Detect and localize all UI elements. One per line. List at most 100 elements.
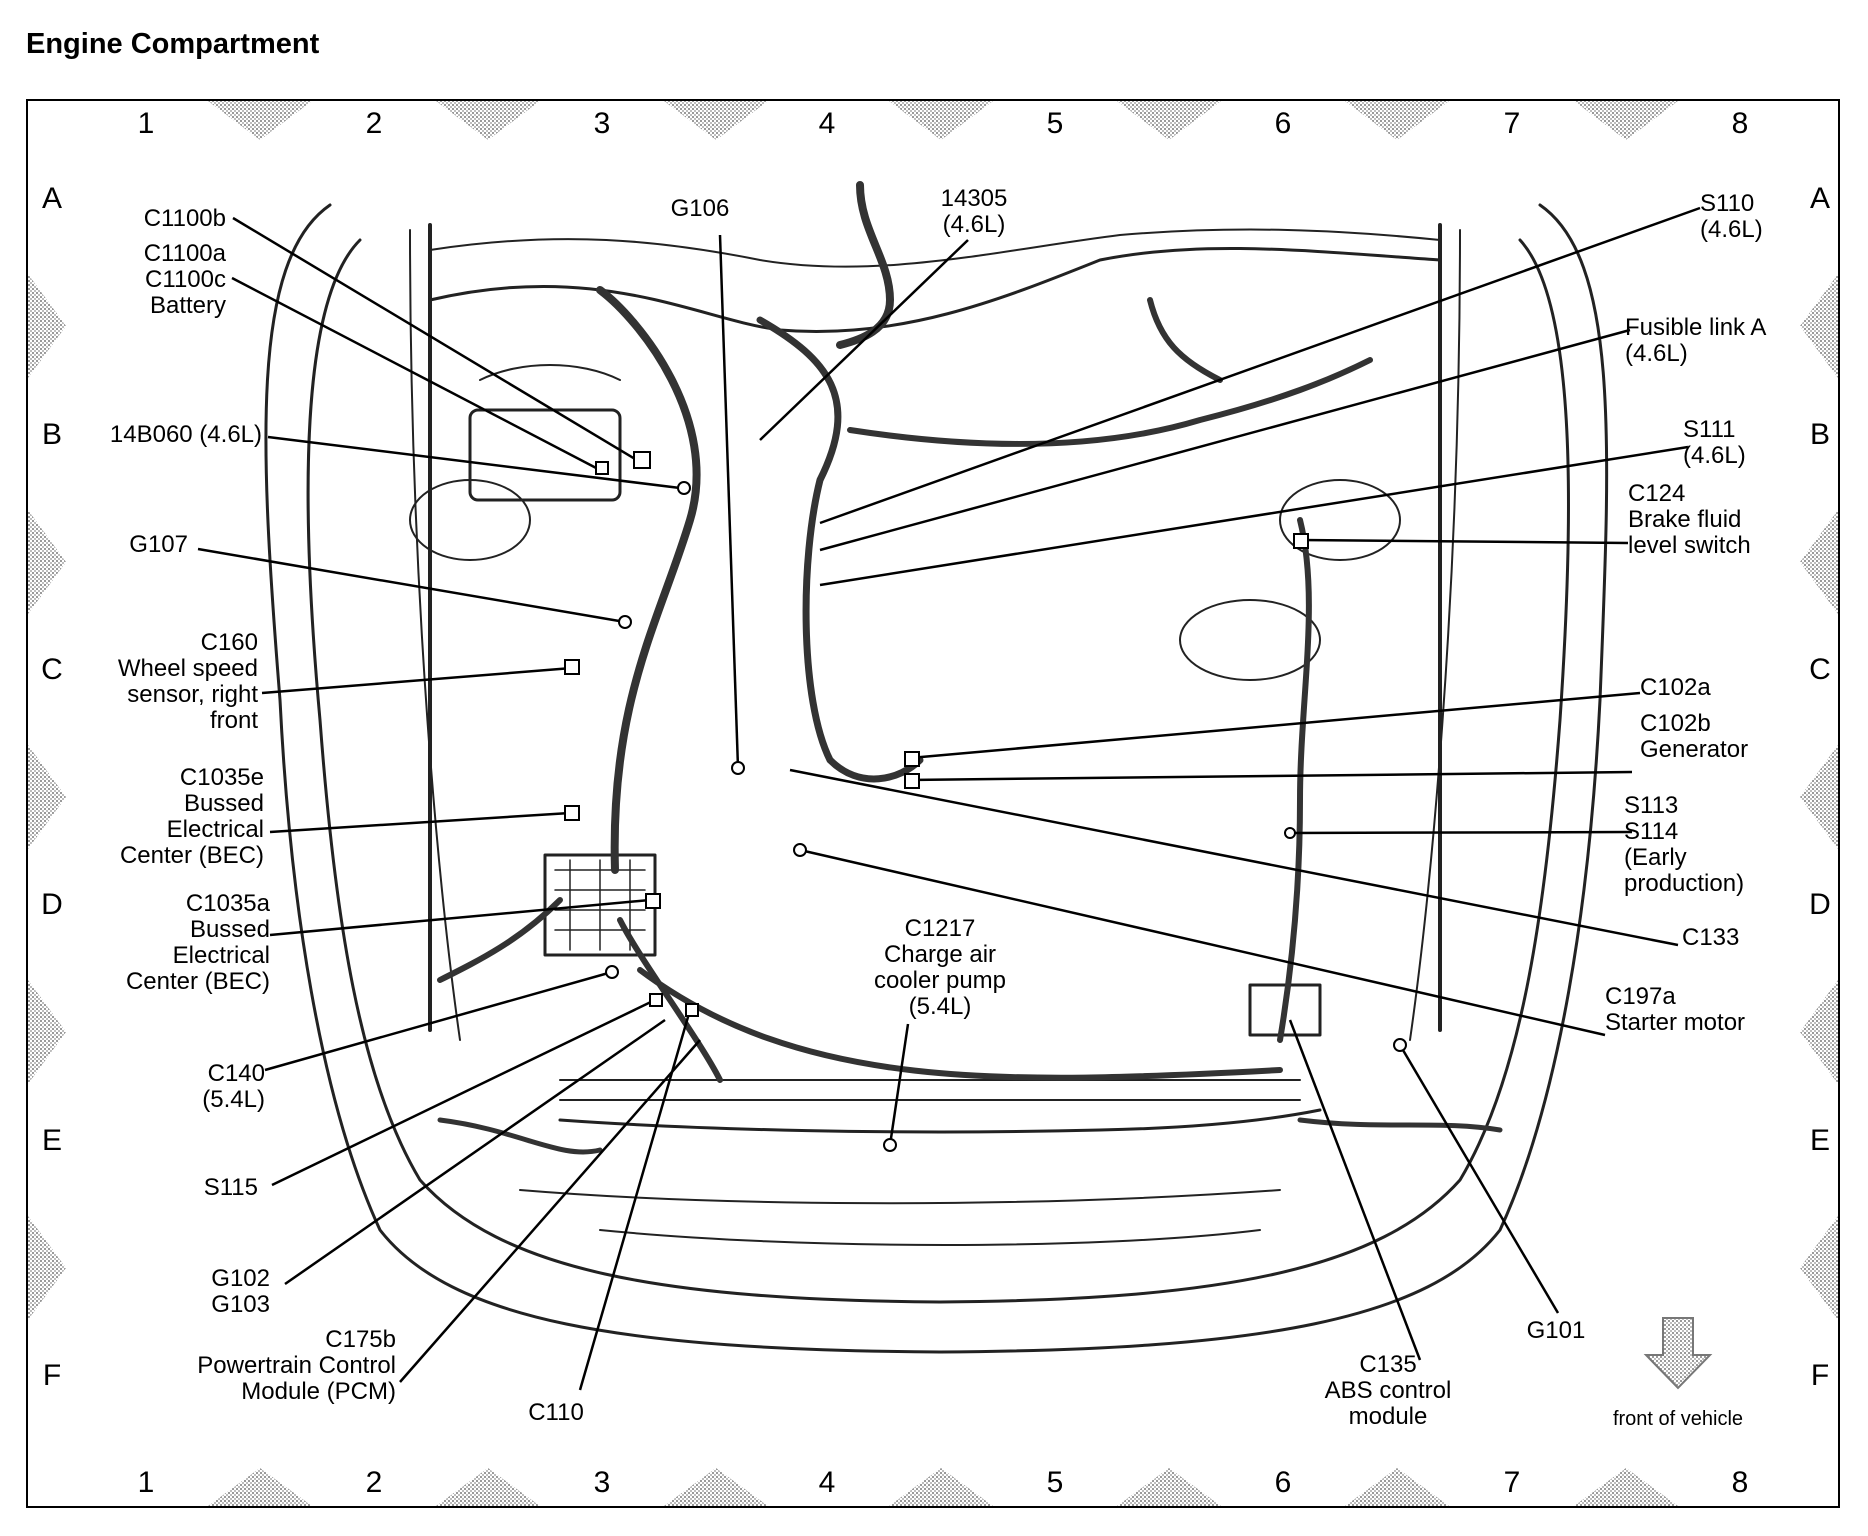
grid-row-label-left: A (42, 182, 62, 215)
label-line: C1100b (144, 205, 226, 232)
grid-column-label-bottom: 7 (1504, 1466, 1521, 1499)
label-line: C160 (201, 629, 258, 656)
label-line: C133 (1682, 924, 1739, 951)
label-line: G102 (211, 1265, 270, 1292)
label-line: ABS control (1325, 1377, 1452, 1404)
grid-row-label-left: C (41, 653, 63, 686)
grid-row-label-right: A (1810, 182, 1830, 215)
label-line: C140 (208, 1060, 265, 1087)
front-arrow-icon (1643, 1317, 1713, 1390)
label-line: S113 (1624, 792, 1678, 819)
label-line: cooler pump (874, 967, 1006, 994)
grid-row-label-left: E (42, 1124, 62, 1157)
label-line: level switch (1628, 532, 1751, 559)
label-line: C1100a (144, 240, 227, 267)
front-of-vehicle-note: front of vehicle (1613, 1408, 1743, 1430)
grid-column-label-bottom: 4 (819, 1466, 836, 1499)
label-line: S111 (1683, 416, 1736, 443)
grid-marker-triangle (436, 101, 540, 140)
grid-column-label-top: 6 (1275, 107, 1292, 140)
label-line: Center (BEC) (126, 968, 270, 995)
grid-marker-triangle (28, 274, 66, 378)
label-c1100b: C1100b (144, 205, 226, 232)
label-line: G103 (211, 1291, 270, 1318)
grid-marker-triangle (1800, 510, 1838, 614)
label-line: (5.4L) (909, 993, 972, 1020)
grid-row-label-left: F (43, 1359, 61, 1392)
label-line: C1100c (145, 266, 226, 293)
grid-marker-triangle (28, 745, 66, 849)
grid-column-label-top: 1 (138, 107, 155, 140)
label-g106: G106 (671, 195, 730, 222)
label-line: Battery (150, 292, 226, 319)
label-line: C1035a (186, 890, 271, 917)
vehicle-outline (264, 181, 1609, 1354)
connector-markers (564, 451, 1407, 1152)
grid-marker-triangle (208, 1468, 312, 1506)
grid-markers (28, 101, 1838, 1506)
grid-marker-triangle (1800, 980, 1838, 1084)
grid-marker-triangle (1800, 274, 1838, 378)
label-line: C110 (528, 1399, 584, 1426)
grid-marker-triangle (1574, 1468, 1678, 1506)
leader-lines (197, 206, 1701, 1391)
grid-marker-triangle (28, 980, 66, 1084)
label-line: C1217 (905, 915, 976, 942)
grid-marker-triangle (1345, 1468, 1449, 1506)
grid-row-label-right: B (1810, 418, 1830, 451)
label-c133: C133 (1682, 924, 1739, 951)
label-s111: S111(4.6L) (1683, 416, 1746, 469)
grid-marker-triangle (208, 101, 312, 140)
label-line: C175b (325, 1326, 396, 1353)
grid-marker-triangle (28, 510, 66, 614)
label-line: Module (PCM) (241, 1378, 396, 1405)
grid-row-label-left: D (41, 888, 63, 921)
grid-column-label-bottom: 8 (1732, 1466, 1749, 1499)
grid-marker-triangle (664, 1468, 768, 1506)
grid-column-label-top: 2 (366, 107, 383, 140)
diagram-border (26, 99, 1840, 1508)
label-line: Wheel speed (118, 655, 258, 682)
label-line: Powertrain Control (197, 1352, 396, 1379)
grid-column-label-top: 3 (594, 107, 611, 140)
grid-column-label-bottom: 6 (1275, 1466, 1292, 1499)
grid-row-label-right: E (1810, 1124, 1830, 1157)
label-fusible: Fusible link A(4.6L) (1625, 314, 1766, 367)
grid-row-label-right: D (1809, 888, 1831, 921)
grid-marker-triangle (1117, 101, 1221, 140)
label-c110: C110 (528, 1399, 584, 1426)
label-line: Center (BEC) (120, 842, 264, 869)
grid-marker-triangle (28, 1216, 66, 1320)
label-line: S115 (204, 1174, 258, 1201)
label-line: Electrical (167, 816, 264, 843)
label-line: C1035e (180, 764, 264, 791)
grid-column-label-top: 8 (1732, 107, 1749, 140)
grid-marker-triangle (664, 101, 768, 140)
label-line: G107 (129, 531, 188, 558)
grid-marker-triangle (1345, 101, 1449, 140)
grid-column-label-top: 4 (819, 107, 836, 140)
grid-row-label-right: F (1811, 1359, 1829, 1392)
label-line: 14B060 (4.6L) (110, 421, 262, 448)
label-line: (Early (1624, 844, 1687, 871)
label-line: C197a (1605, 983, 1676, 1010)
grid-marker-triangle (1574, 101, 1678, 140)
grid-column-label-bottom: 1 (138, 1466, 155, 1499)
grid-row-label-left: B (42, 418, 62, 451)
label-line: C102a (1640, 674, 1711, 701)
label-line: C135 (1359, 1351, 1416, 1378)
label-c102a: C102a (1640, 674, 1711, 701)
